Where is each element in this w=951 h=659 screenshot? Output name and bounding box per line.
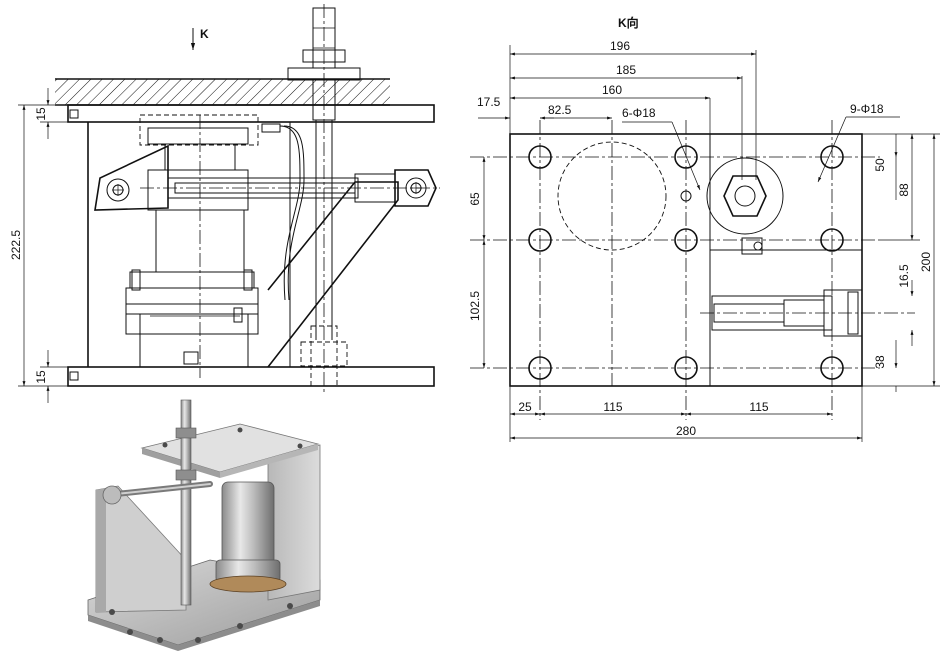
dim-280: 280: [676, 424, 696, 438]
holes-9-label: 9-Φ18: [850, 102, 884, 116]
holes-6-label: 6-Φ18: [622, 106, 656, 120]
dim-50: 50: [873, 158, 887, 172]
dim-82-5: 82.5: [548, 103, 572, 117]
bottom-bolt: [69, 371, 79, 381]
load-cell: [125, 114, 281, 378]
dim-115-right: 115: [749, 400, 768, 414]
dim-25: 25: [518, 400, 532, 414]
vertical-stud: [287, 4, 361, 395]
dim-222-5: 222.5: [9, 230, 23, 260]
dim-88: 88: [897, 183, 911, 197]
mounting-ceiling: [55, 78, 390, 106]
top-plate: [67, 104, 435, 123]
k-top-dimensions: 196 185 160 17.5 82.5 6-Φ18 9-Φ18: [477, 39, 900, 191]
k-arrow-label: K: [200, 27, 209, 41]
dim-115-left: 115: [603, 400, 622, 414]
dim-196: 196: [610, 39, 630, 53]
stay-rod: [140, 169, 440, 207]
dim-102-5: 102.5: [468, 291, 482, 321]
dim-185: 185: [616, 63, 636, 77]
k-left-dimensions: 65 102.5: [468, 157, 486, 368]
dim-65: 65: [468, 192, 482, 206]
k-bottom-dimensions: 25 115 115 280: [509, 386, 863, 442]
dim-top-15: 15: [34, 107, 48, 121]
top-bolt: [69, 109, 79, 119]
stud-nut: [706, 157, 784, 255]
side-dimensions: 222.5 15 15: [9, 88, 68, 403]
k-right-dimensions: 50 88 200 16.5 38: [862, 133, 940, 392]
bottom-plate: [67, 366, 435, 387]
k-direction-arrow: K: [190, 27, 209, 50]
dim-160: 160: [602, 83, 622, 97]
dim-bottom-15: 15: [34, 370, 48, 384]
side-view: K: [9, 4, 440, 403]
load-cell-footprint: [557, 141, 667, 251]
dim-38: 38: [873, 355, 887, 369]
dim-16-5: 16.5: [897, 264, 911, 288]
stay-rod-plan: [700, 289, 915, 337]
dim-200: 200: [919, 252, 933, 272]
mounting-holes: [528, 145, 844, 380]
product-photo: [87, 399, 321, 651]
gusset-bracket: [94, 144, 399, 368]
dim-17-5: 17.5: [477, 95, 501, 109]
k-view-title: K向: [618, 15, 639, 30]
k-view: K向: [468, 15, 940, 442]
